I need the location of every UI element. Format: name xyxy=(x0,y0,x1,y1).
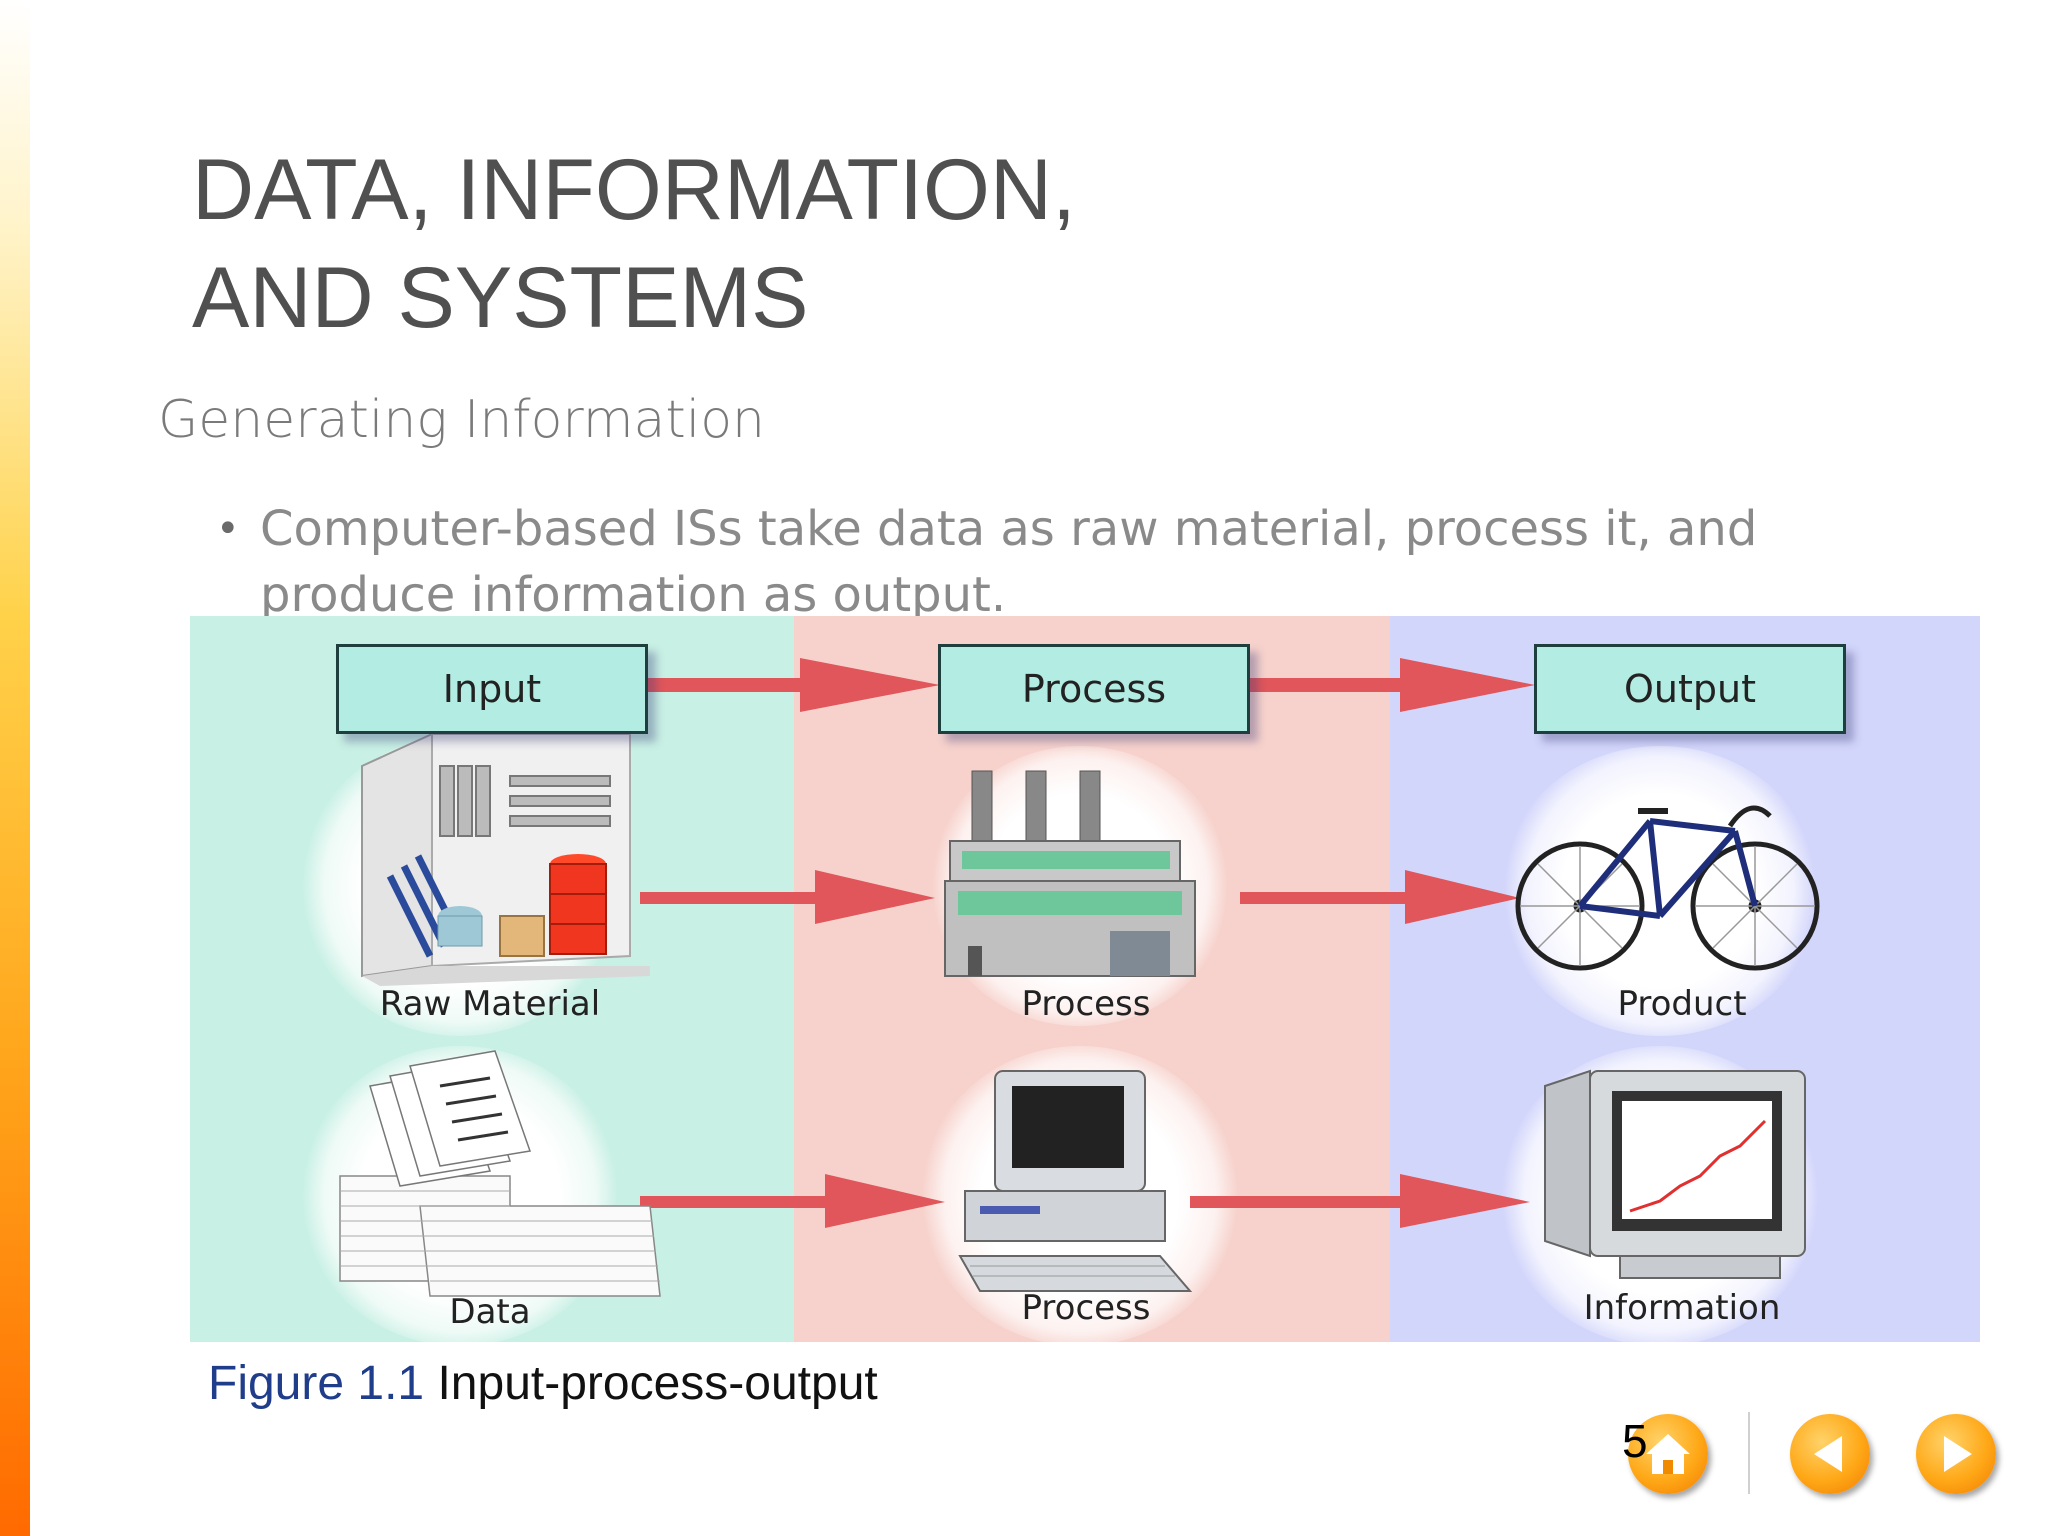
row1-arrow-1 xyxy=(640,870,935,924)
figure-caption: Figure 1.1 Input-process-output xyxy=(208,1356,878,1411)
process-header: Process xyxy=(938,644,1250,734)
bullet-text: Computer-based ISs take data as raw mate… xyxy=(260,501,1758,616)
raw-material-illustration xyxy=(361,732,650,986)
slide-title: DATA, INFORMATION, AND SYSTEMS xyxy=(192,136,1076,352)
computer-illustration xyxy=(958,1070,1193,1292)
bullet-point: • Computer-based ISs take data as raw ma… xyxy=(216,496,1776,616)
slide-title-line-2: AND SYSTEMS xyxy=(192,250,809,346)
nav-divider xyxy=(1748,1412,1750,1494)
home-button[interactable] xyxy=(1628,1414,1708,1494)
arrow-right-icon xyxy=(1944,1436,1972,1472)
label-process-1: Process xyxy=(1021,984,1151,1024)
input-process-output-figure: Input Process Output Raw Material Proces… xyxy=(190,616,1980,1342)
label-raw-material: Raw Material xyxy=(379,984,601,1024)
header-arrow-2 xyxy=(1245,658,1535,712)
figure-drawing xyxy=(339,658,1820,1297)
home-icon xyxy=(1646,1434,1690,1474)
accent-sidebar xyxy=(0,0,30,1536)
next-slide-button[interactable] xyxy=(1916,1414,1996,1494)
arrow-left-icon xyxy=(1814,1436,1842,1472)
label-product: Product xyxy=(1617,984,1747,1024)
label-process-2: Process xyxy=(1021,1288,1151,1328)
output-header: Output xyxy=(1534,644,1846,734)
previous-slide-button[interactable] xyxy=(1790,1414,1870,1494)
row2-arrow-2 xyxy=(1190,1174,1530,1228)
header-arrow-1 xyxy=(645,658,940,712)
page-number: 5 xyxy=(1622,1415,1648,1467)
label-data: Data xyxy=(449,1292,531,1332)
monitor-chart-illustration xyxy=(1544,1069,1806,1279)
bullet-dot-icon: • xyxy=(216,506,240,552)
figure-caption-number: Figure 1.1 xyxy=(208,1357,425,1410)
slide-title-line-1: DATA, INFORMATION, xyxy=(192,142,1076,238)
data-stacks-illustration xyxy=(339,1050,661,1297)
label-information: Information xyxy=(1583,1288,1781,1328)
row1-arrow-2 xyxy=(1240,870,1520,924)
slide-subtitle: Generating Information xyxy=(158,390,766,450)
factory-illustration xyxy=(944,770,1196,977)
row2-arrow-1 xyxy=(640,1174,945,1228)
figure-caption-text: Input-process-output xyxy=(437,1357,878,1410)
bicycle-illustration xyxy=(1515,805,1820,971)
input-header: Input xyxy=(336,644,648,734)
